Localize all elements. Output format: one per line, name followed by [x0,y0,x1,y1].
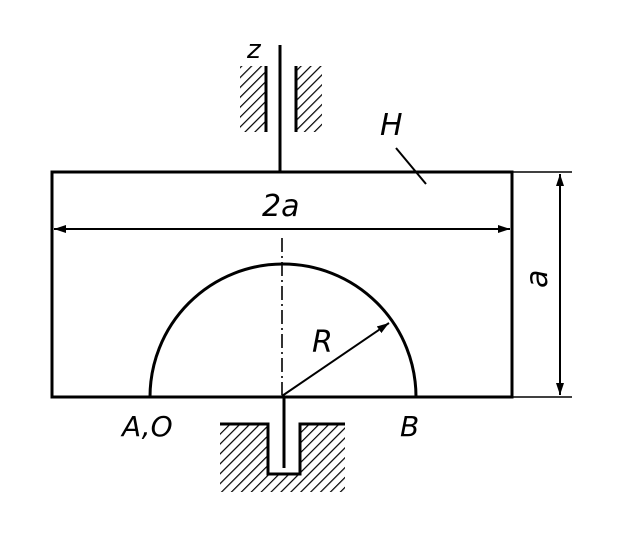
width-label: 2a [262,189,299,224]
radius-arrow [281,322,390,397]
height-label: a [520,270,555,288]
plate-label: H [380,108,403,143]
axis-z-label: z [246,35,262,65]
bottom-bearing-outline [220,422,345,476]
top-bearing [240,66,322,132]
plate-label-leader [395,147,427,185]
semicircle-cutout [148,262,418,398]
point-a-o-label: A,O [120,410,173,443]
radius-label: R [312,325,333,360]
top-bearing-right-hatch [296,66,322,132]
point-b-label: B [400,410,419,443]
bottom-bearing [220,422,345,492]
plate-rectangle [50,170,514,399]
top-bearing-left-hatch [240,66,266,132]
bottom-bearing-hatch [220,424,345,492]
